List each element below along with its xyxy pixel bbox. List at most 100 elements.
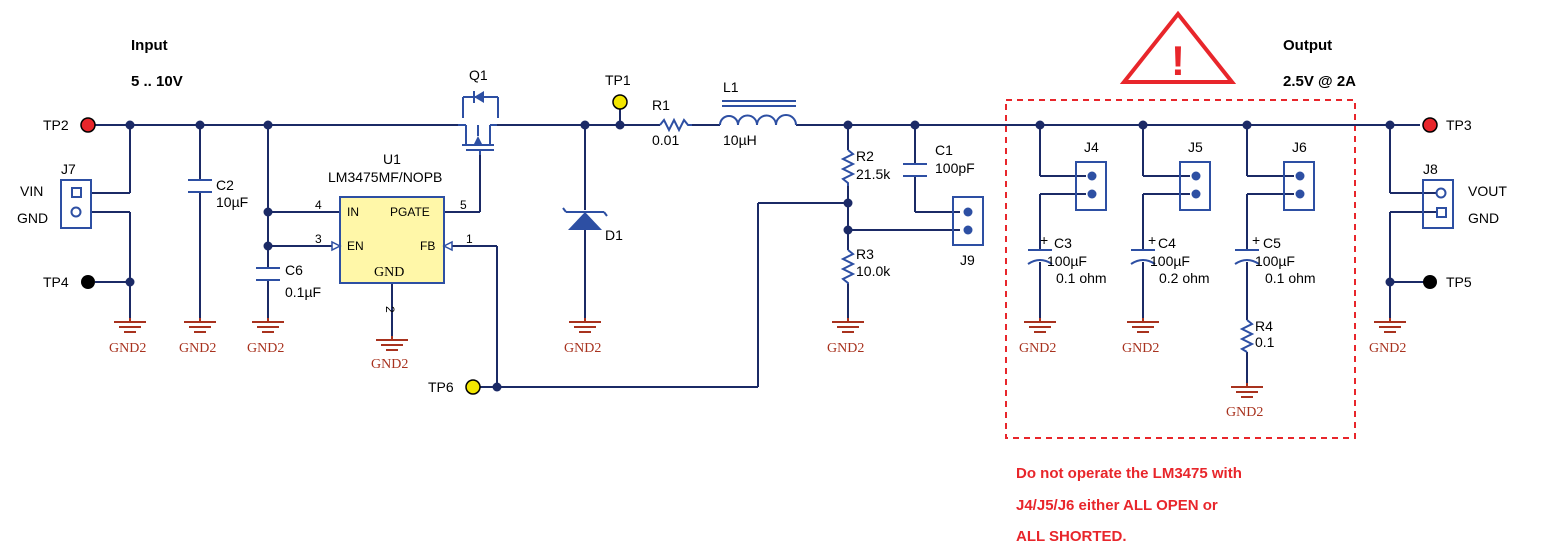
tp4-label: TP4: [43, 274, 69, 290]
ground-icon: GND2: [1369, 318, 1406, 356]
u1-pin-gnd: GND: [374, 265, 404, 280]
tp6: TP6: [428, 379, 481, 395]
ground-icon: GND2: [827, 318, 864, 356]
u1-pin-fb: FB: [420, 239, 435, 253]
svg-text:+: +: [1040, 232, 1048, 248]
l1-ref: L1: [723, 79, 739, 95]
j4-ref: J4: [1084, 139, 1099, 155]
u1-num-in: 4: [315, 198, 322, 212]
c1-ref: C1: [935, 142, 953, 158]
c4-esr: 0.2 ohm: [1159, 270, 1210, 286]
j7-connector: J7 VIN GND: [17, 161, 92, 229]
u1-ref: U1: [383, 151, 401, 167]
warning-line-1: Do not operate the LM3475 with: [1016, 465, 1242, 482]
u1-num-pgate: 5: [460, 198, 467, 212]
c6-ref: C6: [285, 262, 303, 278]
d1-diode: D1: [562, 207, 623, 243]
u1-num-fb: 1: [466, 232, 473, 246]
output-rating: 2.5V @ 2A: [1283, 73, 1356, 90]
d1-ref: D1: [605, 227, 623, 243]
r4-value: 0.1: [1255, 334, 1275, 350]
tp3: TP3: [1422, 117, 1472, 133]
warning-triangle-icon: !: [1119, 10, 1237, 84]
svg-text:GND2: GND2: [247, 341, 284, 356]
tp1: TP1: [605, 72, 631, 110]
j9-ref: J9: [960, 252, 975, 268]
c5-value: 100µF: [1255, 253, 1295, 269]
j7-vin-label: VIN: [20, 183, 43, 199]
u1-part: LM3475MF/NOPB: [328, 169, 442, 185]
c5-ref: C5: [1263, 235, 1281, 251]
wires: [90, 108, 1436, 388]
ground-icon: GND2: [247, 318, 284, 356]
tp2: TP2: [43, 117, 96, 133]
ground-icon: GND2: [179, 318, 216, 356]
c1-capacitor: C1 100pF: [903, 142, 975, 177]
j8-connector: J8 VOUT GND: [1422, 161, 1507, 229]
svg-text:GND2: GND2: [1019, 341, 1056, 356]
q1-ref: Q1: [469, 67, 488, 83]
input-range: 5 .. 10V: [131, 73, 183, 90]
r3-ref: R3: [856, 246, 874, 262]
j4-jumper: J4: [1075, 139, 1107, 211]
svg-text:GND2: GND2: [179, 341, 216, 356]
j8-ref: J8: [1423, 161, 1438, 177]
q1-mosfet: Q1: [458, 67, 499, 155]
svg-text:+: +: [1252, 232, 1260, 248]
r3-resistor: R3 10.0k: [840, 246, 891, 284]
c4-capacitor: + C4 100µF 0.2 ohm: [1130, 232, 1210, 286]
j7-gnd-label: GND: [17, 210, 48, 226]
j9-jumper: J9: [952, 196, 984, 268]
tp5: TP5: [1423, 274, 1472, 290]
jumper-region-box: [1005, 99, 1356, 439]
c6-capacitor: C6 0.1µF: [256, 262, 321, 300]
warning-line-2: J4/J5/J6 either ALL OPEN or: [1016, 497, 1218, 514]
svg-text:GND2: GND2: [1226, 405, 1263, 420]
c3-value: 100µF: [1047, 253, 1087, 269]
ground-icon: GND2: [371, 336, 408, 372]
c6-value: 0.1µF: [285, 284, 321, 300]
warning-line-3: ALL SHORTED.: [1016, 528, 1127, 545]
u1-ic: U1 LM3475MF/NOPB IN PGATE EN FB GND 4 5 …: [315, 151, 473, 313]
c2-ref: C2: [216, 177, 234, 193]
warning-exclamation: !: [1171, 37, 1185, 84]
l1-value: 10µH: [723, 132, 757, 148]
ground-icon: GND2: [1122, 318, 1159, 356]
u1-pin-pgate: PGATE: [390, 205, 430, 219]
c1-value: 100pF: [935, 160, 975, 176]
tp6-label: TP6: [428, 379, 454, 395]
output-title: Output: [1283, 37, 1332, 54]
input-title: Input: [131, 37, 168, 54]
c3-esr: 0.1 ohm: [1056, 270, 1107, 286]
j5-ref: J5: [1188, 139, 1203, 155]
tp1-label: TP1: [605, 72, 631, 88]
svg-text:GND2: GND2: [1122, 341, 1159, 356]
svg-text:+: +: [1148, 232, 1156, 248]
ground-icon: GND2: [564, 318, 601, 356]
svg-text:GND2: GND2: [564, 341, 601, 356]
svg-text:GND2: GND2: [827, 341, 864, 356]
ground-icon: GND2: [109, 318, 146, 356]
j6-jumper: J6: [1283, 139, 1315, 211]
r1-value: 0.01: [652, 132, 679, 148]
r1-ref: R1: [652, 97, 670, 113]
r1-resistor: R1 0.01: [652, 97, 692, 148]
svg-text:GND2: GND2: [109, 341, 146, 356]
l1-inductor: L1 10µH: [719, 79, 797, 148]
c4-ref: C4: [1158, 235, 1176, 251]
c5-capacitor: + C5 100µF 0.1 ohm: [1234, 232, 1316, 286]
ground-icon: GND2: [1019, 318, 1056, 356]
u1-pin-en: EN: [347, 239, 364, 253]
u1-num-en: 3: [315, 232, 322, 246]
j8-vout-label: VOUT: [1468, 183, 1507, 199]
r2-ref: R2: [856, 148, 874, 164]
j5-jumper: J5: [1179, 139, 1211, 211]
r4-resistor: R4 0.1: [1239, 318, 1275, 353]
tp4: TP4: [43, 274, 95, 290]
j7-ref: J7: [61, 161, 76, 177]
r3-value: 10.0k: [856, 263, 891, 279]
c4-value: 100µF: [1150, 253, 1190, 269]
c5-esr: 0.1 ohm: [1265, 270, 1316, 286]
c2-capacitor: C2 10µF: [188, 177, 248, 210]
